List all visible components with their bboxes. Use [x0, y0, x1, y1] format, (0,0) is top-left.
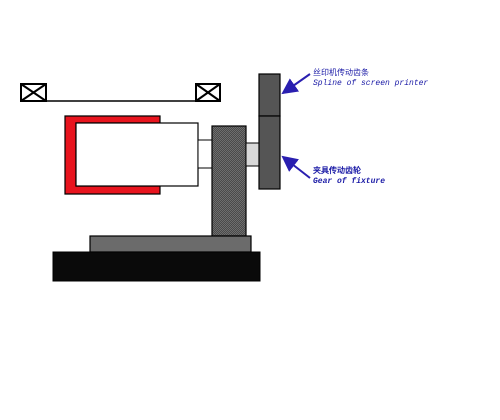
spline-arrow — [281, 73, 311, 95]
gear-label-en: Gear of fixture — [313, 177, 385, 186]
right-shaft — [245, 142, 260, 167]
right-rail-support — [195, 83, 221, 102]
gear-label-cn: 夹具传动齿轮 — [313, 165, 361, 175]
base-block — [52, 251, 261, 282]
spline-label-en: Spline of screen printer — [313, 79, 428, 88]
fixture-gear — [258, 115, 281, 190]
left-shaft — [197, 139, 213, 169]
left-rail-support — [20, 83, 47, 102]
gear-arrow — [281, 155, 311, 179]
workpiece-body — [75, 122, 199, 187]
platform-plate — [89, 235, 252, 253]
top-rail — [20, 83, 221, 102]
printer-spline — [258, 73, 281, 117]
support-column — [211, 125, 247, 237]
spline-label-cn: 丝印机传动齿条 — [313, 67, 369, 77]
